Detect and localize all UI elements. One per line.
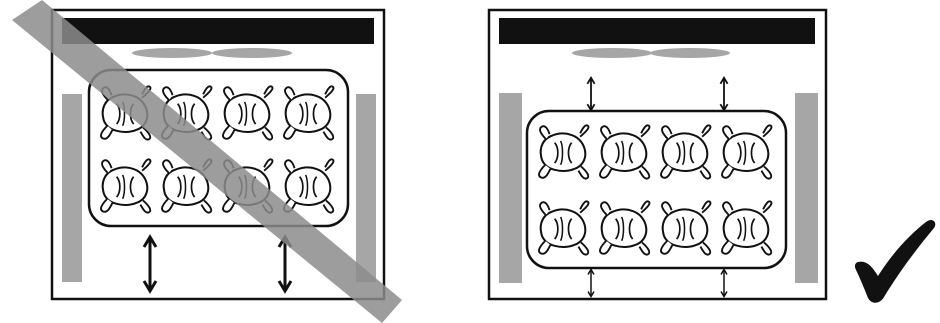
chicken-icon <box>221 85 274 141</box>
chicken-icon <box>720 200 773 256</box>
chicken-icon <box>659 200 712 256</box>
right-side-wall <box>356 94 376 282</box>
chicken-icon <box>598 124 651 180</box>
chicken-icon <box>282 158 335 214</box>
right-side-wall <box>795 93 818 283</box>
top-heating-element <box>499 18 815 44</box>
chicken-icon <box>537 124 590 180</box>
fan-grille <box>132 48 292 58</box>
chicken-icon <box>99 158 152 214</box>
fan-grille <box>572 48 730 58</box>
chicken-icon <box>720 124 773 180</box>
correct-placement-panel <box>487 8 828 301</box>
check-mark-icon <box>854 219 936 303</box>
chicken-icon <box>537 200 590 256</box>
chicken-icon <box>282 85 335 141</box>
strike-through-mark <box>12 0 402 323</box>
chicken-icon <box>598 200 651 256</box>
chicken-icon <box>659 124 712 180</box>
roasting-tray <box>525 109 788 270</box>
incorrect-placement-panel <box>12 0 402 323</box>
left-side-wall <box>62 94 82 282</box>
left-side-wall <box>499 93 522 283</box>
top-heating-element <box>62 18 374 44</box>
